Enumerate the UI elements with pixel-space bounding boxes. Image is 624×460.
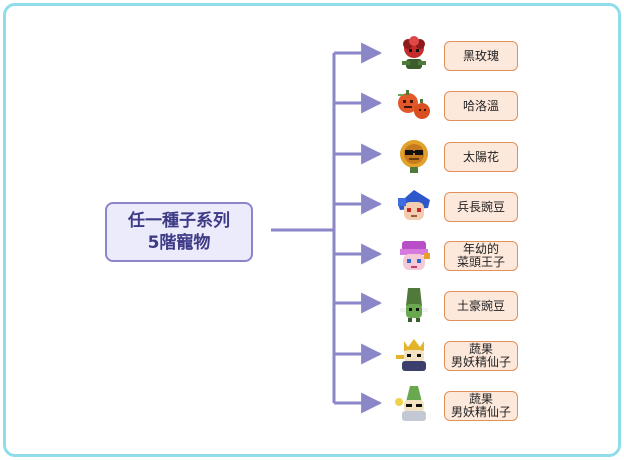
leaf-node-8-line-1: 蔬果 <box>468 392 493 406</box>
leaf-node-1-line-1: 黑玫瑰 <box>462 48 499 63</box>
leaf-node-8: 蔬果 男妖精仙子 <box>444 391 518 421</box>
leaf-node-8-line-2: 男妖精仙子 <box>450 405 511 419</box>
young-radish-prince-sprite-icon <box>400 241 430 270</box>
rich-pea-sprite-icon <box>400 288 428 322</box>
veggie-male-fairy-sprite-icon <box>396 339 426 371</box>
captain-pea-sprite-icon <box>398 190 430 220</box>
leaf-node-1: 黑玫瑰 <box>444 41 518 71</box>
sunflower-sprite-icon <box>400 140 428 173</box>
leaf-node-6: 土豪豌豆 <box>444 291 518 321</box>
veggie-male-fairy-sprite-icon-2 <box>395 386 426 421</box>
halloween-pumpkin-sprite-icon <box>398 90 430 119</box>
leaf-node-3: 太陽花 <box>444 142 518 172</box>
leaf-node-2: 哈洛溫 <box>444 91 518 121</box>
root-node-line-2: 5階寵物 <box>147 233 211 253</box>
root-node: 任一種子系列 5階寵物 <box>105 202 253 262</box>
leaf-node-5-line-2: 菜頭王子 <box>456 255 505 269</box>
leaf-node-3-line-1: 太陽花 <box>462 149 499 164</box>
leaf-node-5-line-1: 年幼的 <box>462 242 499 256</box>
leaf-node-7-line-2: 男妖精仙子 <box>450 355 511 369</box>
leaf-node-6-line-1: 土豪豌豆 <box>456 298 505 313</box>
root-node-line-1: 任一種子系列 <box>128 211 230 231</box>
black-rose-sprite-icon <box>402 36 426 69</box>
leaf-node-4: 兵長豌豆 <box>444 192 518 222</box>
leaf-node-7: 蔬果 男妖精仙子 <box>444 341 518 371</box>
leaf-node-4-line-1: 兵長豌豆 <box>456 199 505 214</box>
leaf-node-5: 年幼的 菜頭王子 <box>444 241 518 271</box>
leaf-node-2-line-1: 哈洛溫 <box>462 98 499 113</box>
leaf-node-7-line-1: 蔬果 <box>468 342 493 356</box>
